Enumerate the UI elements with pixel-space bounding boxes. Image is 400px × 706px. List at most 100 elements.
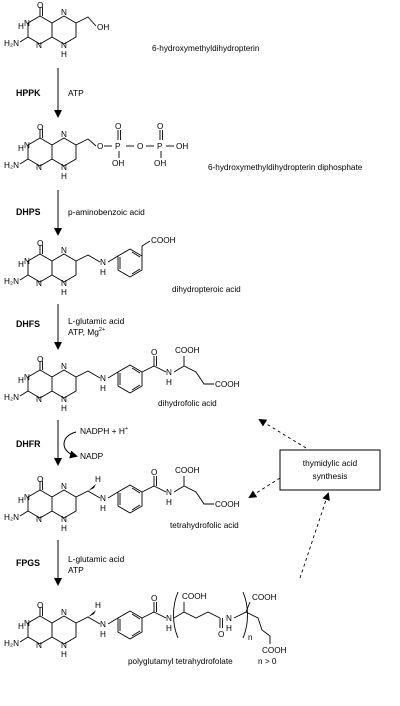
hydrogen-label: H: [18, 496, 24, 505]
structure-name: dihydropteroic acid: [172, 285, 241, 294]
enzyme-label: DHPS: [16, 207, 41, 217]
carboxyl-label: COOH: [215, 500, 240, 509]
amine-label: H₂N: [4, 639, 19, 648]
hydrogen-label: H: [61, 172, 67, 181]
pterin-core-5: [19, 476, 214, 519]
oxygen-label: O: [157, 122, 163, 131]
nitrogen-label: N: [36, 641, 42, 650]
cofactor-arrow: [63, 431, 78, 459]
oxygen-label: O: [37, 355, 43, 364]
pterin-core-3: [19, 240, 151, 283]
reagent-label: ATP: [68, 88, 84, 98]
hydrogen-label: H: [18, 376, 24, 385]
structure-name: dihydrofolic acid: [158, 399, 217, 408]
structure-name: polyglutamyl tetrahydrofolate: [128, 657, 233, 666]
hydrogen-label: H: [95, 601, 101, 610]
hydrogen-label: H: [18, 22, 24, 31]
hydrogen-label: H: [61, 50, 67, 59]
nitrogen-label: N: [36, 41, 42, 50]
nitrogen-label: N: [61, 41, 67, 50]
n-subscript: n: [248, 633, 253, 642]
nitrogen-label: N: [24, 19, 30, 28]
hydrogen-label: H: [18, 622, 24, 631]
n-condition: n > 0: [258, 657, 277, 666]
nitrogen-label: N: [166, 368, 172, 377]
oxygen-label: O: [97, 142, 103, 151]
oxygen-label: O: [37, 239, 43, 248]
nitrogen-label: N: [100, 258, 106, 267]
nitrogen-label: N: [61, 163, 67, 172]
box-label-line-1: thymidylic acid: [303, 458, 358, 468]
nitrogen-label: N: [24, 619, 30, 628]
pterin-core-2: [19, 129, 174, 167]
hydrogen-label: H: [100, 384, 106, 393]
enzyme-label: DHFR: [16, 439, 41, 449]
phosphorus-label: P: [115, 142, 121, 151]
phosphorus-label: P: [157, 142, 163, 151]
enzyme-label: DHFS: [16, 319, 40, 329]
hydrogen-label: H: [18, 144, 24, 153]
carboxyl-label: COOH: [252, 593, 277, 602]
carboxyl-label: COOH: [182, 592, 207, 601]
nitrogen-label: N: [61, 482, 67, 491]
carboxyl-label: COOH: [175, 466, 200, 475]
nitrogen-label: N: [61, 362, 67, 371]
nitrogen-label: N: [166, 614, 172, 623]
carboxyl-label: COOH: [215, 380, 240, 389]
hydroxyl-label: OH: [112, 159, 124, 168]
amine-label: H₂N: [4, 513, 19, 522]
reagent-label: p-aminobenzoic acid: [68, 207, 145, 217]
dashed-arrow: [248, 477, 281, 499]
hydrogen-label: H: [61, 524, 67, 533]
oxygen-label: O: [115, 122, 121, 131]
oxygen-label: O: [137, 142, 143, 151]
reagent-label: L-glutamic acid: [68, 554, 125, 564]
nitrogen-label: N: [100, 374, 106, 383]
nitrogen-label: N: [61, 641, 67, 650]
oxygen-label: O: [151, 348, 157, 357]
carboxyl-label: COOH: [262, 646, 287, 655]
enzyme-label: FPGS: [16, 558, 40, 568]
hydrogen-label: H: [100, 504, 106, 513]
hydrogen-label: H: [18, 260, 24, 269]
carboxyl-label: COOH: [151, 236, 176, 245]
hydroxyl-label: OH: [154, 159, 166, 168]
hydroxyl-label: OH: [176, 142, 188, 151]
nitrogen-label: N: [166, 488, 172, 497]
pterin-core-4: [19, 356, 214, 399]
reagent-label: NADPH + H+: [80, 426, 128, 436]
amine-label: H₂N: [4, 39, 19, 48]
nitrogen-label: N: [100, 620, 106, 629]
dashed-arrow: [258, 418, 307, 449]
box-label-line-2: synthesis: [313, 471, 348, 481]
reagent-label: ATP, Mg2+: [68, 327, 105, 337]
stereo-wedge: [88, 610, 96, 617]
structure-name: tetrahydrofolic acid: [170, 521, 239, 530]
nitrogen-label: N: [24, 141, 30, 150]
hydrogen-label: H: [226, 624, 232, 633]
nitrogen-label: N: [61, 130, 67, 139]
nitrogen-label: N: [24, 257, 30, 266]
carboxyl-label: COOH: [175, 346, 200, 355]
pterin-core-1: [19, 7, 97, 45]
thymidylic-acid-box: [279, 449, 381, 491]
nitrogen-label: N: [61, 515, 67, 524]
hydrogen-label: H: [95, 475, 101, 484]
hydrogen-label: H: [100, 268, 106, 277]
nitrogen-label: N: [100, 494, 106, 503]
oxygen-label: O: [37, 475, 43, 484]
hydrogen-label: H: [61, 288, 67, 297]
hydrogen-label: H: [61, 404, 67, 413]
amine-label: H₂N: [4, 161, 19, 170]
structure-name: 6-hydroxymethyldihydropterin diphosphate: [208, 163, 363, 172]
pterin-core-6: [19, 591, 271, 645]
reagent-label: L-glutamic acid: [68, 316, 125, 326]
oxygen-label: O: [218, 630, 224, 639]
hydrogen-label: H: [166, 378, 172, 387]
structure-name: 6-hydroxymethyldihydropterin: [152, 44, 260, 53]
hydrogen-label: H: [166, 498, 172, 507]
dashed-arrow: [299, 492, 330, 579]
nitrogen-label: N: [226, 614, 232, 623]
